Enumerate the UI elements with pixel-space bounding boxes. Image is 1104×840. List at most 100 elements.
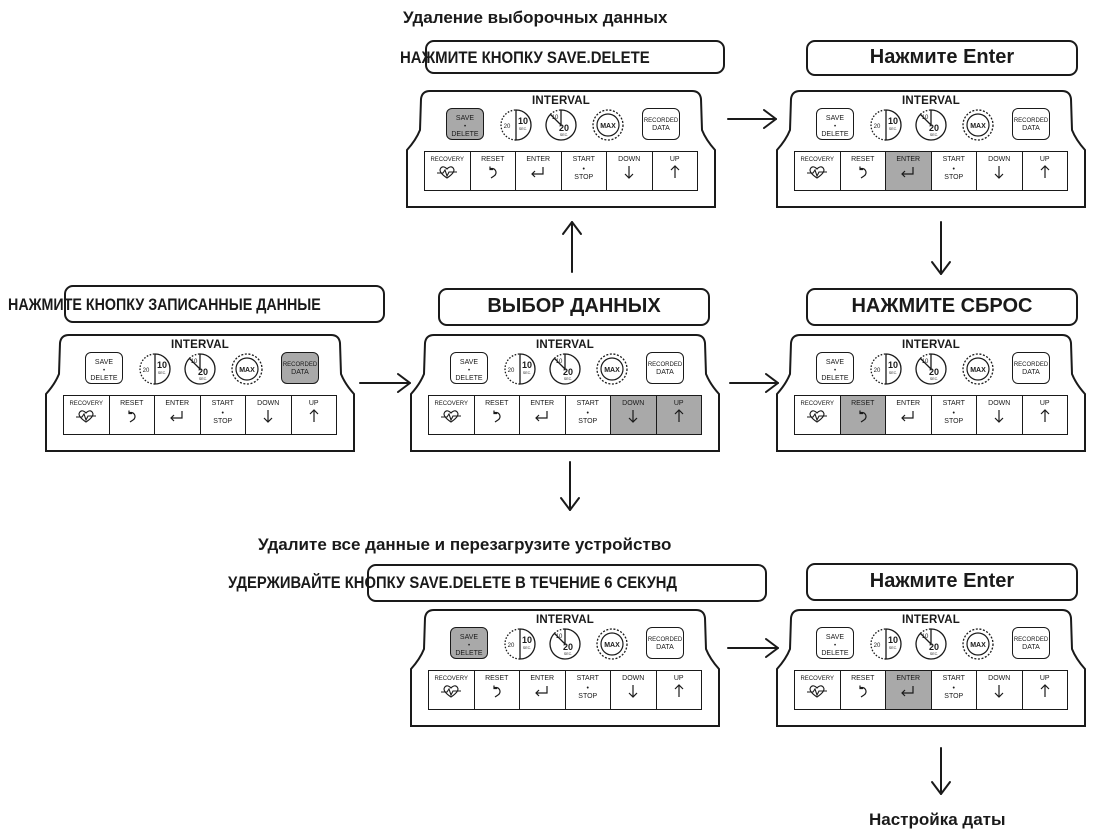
- recovery-button[interactable]: RECOVERY: [795, 152, 841, 190]
- start-stop-button[interactable]: START • STOP: [201, 396, 246, 434]
- recovery-button[interactable]: RECOVERY: [64, 396, 110, 434]
- svg-text:20: 20: [874, 124, 881, 130]
- recovery-button[interactable]: RECOVERY: [429, 671, 475, 709]
- down-button[interactable]: DOWN: [611, 671, 657, 709]
- reset-button[interactable]: RESET: [110, 396, 155, 434]
- max-dial-icon[interactable]: MAX: [959, 350, 997, 388]
- max-dial-icon[interactable]: MAX: [589, 106, 627, 144]
- up-button[interactable]: UP: [1023, 396, 1068, 434]
- recorded-data-button[interactable]: RECORDED DATA: [646, 627, 684, 659]
- interval-10-20-dial-icon[interactable]: 10 SEC. 20: [867, 625, 905, 663]
- start-stop-dot: •: [221, 410, 224, 417]
- recovery-button[interactable]: RECOVERY: [795, 671, 841, 709]
- up-button[interactable]: UP: [1023, 671, 1068, 709]
- interval-20-10-dial-icon[interactable]: 20 SEC. 10: [912, 350, 950, 388]
- up-button[interactable]: UP: [657, 671, 702, 709]
- save-delete-button[interactable]: SAVE • DELETE: [450, 627, 488, 659]
- console-panel-mid-left: INTERVAL SAVE • DELETE 10 SEC. 20 20 SEC…: [45, 334, 355, 452]
- enter-button[interactable]: ENTER: [155, 396, 201, 434]
- reset-button[interactable]: RESET: [840, 396, 886, 434]
- max-dial-icon[interactable]: MAX: [593, 350, 631, 388]
- max-dial-icon[interactable]: MAX: [959, 625, 997, 663]
- up-button[interactable]: UP: [292, 396, 337, 434]
- enter-button[interactable]: ENTER: [886, 152, 932, 190]
- max-dial-icon[interactable]: MAX: [593, 625, 631, 663]
- interval-20-10-dial-icon[interactable]: 20 SEC. 10: [912, 106, 950, 144]
- svg-text:SEC.: SEC.: [523, 646, 531, 650]
- arrow-up-icon: [1023, 409, 1068, 427]
- start-stop-dot: •: [582, 166, 585, 173]
- down-button[interactable]: DOWN: [611, 396, 657, 434]
- enter-button[interactable]: ENTER: [886, 671, 932, 709]
- top-right-label: Нажмите Enter: [869, 46, 1015, 68]
- svg-text:SEC.: SEC.: [564, 652, 572, 656]
- interval-10-20-dial-icon[interactable]: 10 SEC. 20: [867, 350, 905, 388]
- down-button[interactable]: DOWN: [977, 152, 1023, 190]
- reset-button[interactable]: RESET: [475, 671, 520, 709]
- up-button[interactable]: UP: [653, 152, 698, 190]
- save-delete-button[interactable]: SAVE • DELETE: [85, 352, 123, 384]
- enter-button[interactable]: ENTER: [886, 396, 932, 434]
- heart-icon: [429, 409, 474, 427]
- reset-button[interactable]: RESET: [471, 152, 516, 190]
- start-stop-button[interactable]: START • STOP: [566, 396, 611, 434]
- recovery-button[interactable]: RECOVERY: [429, 396, 475, 434]
- arrow-down-icon: [931, 747, 951, 795]
- save-delete-button[interactable]: SAVE • DELETE: [816, 627, 854, 659]
- reset-button[interactable]: RESET: [475, 396, 520, 434]
- interval-10-20-dial-icon[interactable]: 10 SEC. 20: [497, 106, 535, 144]
- start-stop-button[interactable]: START • STOP: [566, 671, 611, 709]
- interval-10-20-dial-icon[interactable]: 10 SEC. 20: [501, 350, 539, 388]
- reset-label: RESET: [851, 156, 875, 163]
- reset-button[interactable]: RESET: [841, 671, 886, 709]
- recovery-button[interactable]: RECOVERY: [795, 396, 841, 434]
- down-button[interactable]: DOWN: [607, 152, 653, 190]
- interval-20-10-dial-icon[interactable]: 20 SEC. 10: [546, 625, 584, 663]
- interval-20-10-dial-icon[interactable]: 20 SEC. 10: [912, 625, 950, 663]
- down-button[interactable]: DOWN: [977, 396, 1023, 434]
- recorded-data-button[interactable]: RECORDED DATA: [1012, 352, 1050, 384]
- enter-button[interactable]: ENTER: [516, 152, 562, 190]
- interval-10-20-dial-icon[interactable]: 10 SEC. 20: [501, 625, 539, 663]
- reset-button[interactable]: RESET: [841, 152, 886, 190]
- recorded-data-button[interactable]: RECORDED DATA: [281, 352, 319, 384]
- interval-10-20-dial-icon[interactable]: 10 SEC. 20: [867, 106, 905, 144]
- save-label: SAVE: [825, 634, 845, 641]
- interval-20-10-dial-icon[interactable]: 20 SEC. 10: [542, 106, 580, 144]
- start-stop-button[interactable]: START • STOP: [562, 152, 607, 190]
- recorded-data-button[interactable]: RECORDED DATA: [1012, 627, 1050, 659]
- start-stop-dot: •: [952, 166, 955, 173]
- start-stop-button[interactable]: START • STOP: [932, 671, 977, 709]
- interval-10-20-dial-icon[interactable]: 10 SEC. 20: [136, 350, 174, 388]
- enter-button[interactable]: ENTER: [520, 671, 566, 709]
- interval-20-10-dial-icon[interactable]: 20 SEC. 10: [546, 350, 584, 388]
- reset-label: RESET: [481, 156, 505, 163]
- recorded-data-button[interactable]: RECORDED DATA: [646, 352, 684, 384]
- start-stop-button[interactable]: START • STOP: [932, 396, 977, 434]
- save-delete-button[interactable]: SAVE • DELETE: [816, 352, 854, 384]
- recorded-data-button[interactable]: RECORDED DATA: [642, 108, 680, 140]
- up-button[interactable]: UP: [1023, 152, 1068, 190]
- enter-button[interactable]: ENTER: [520, 396, 566, 434]
- start-stop-button[interactable]: START • STOP: [932, 152, 977, 190]
- svg-text:SEC.: SEC.: [199, 377, 207, 381]
- down-button[interactable]: DOWN: [977, 671, 1023, 709]
- recorded-data-button[interactable]: RECORDED DATA: [1012, 108, 1050, 140]
- arrow-down-icon: [977, 165, 1022, 183]
- max-dial-icon[interactable]: MAX: [959, 106, 997, 144]
- save-delete-button[interactable]: SAVE • DELETE: [816, 108, 854, 140]
- save-delete-button[interactable]: SAVE • DELETE: [446, 108, 484, 140]
- svg-text:SEC.: SEC.: [560, 133, 568, 137]
- svg-text:10: 10: [922, 359, 929, 365]
- save-delete-button[interactable]: SAVE • DELETE: [450, 352, 488, 384]
- recovery-button[interactable]: RECOVERY: [425, 152, 471, 190]
- svg-text:SEC.: SEC.: [889, 371, 897, 375]
- down-button[interactable]: DOWN: [246, 396, 292, 434]
- delete-label: DELETE: [451, 131, 479, 138]
- up-button[interactable]: UP: [656, 396, 701, 434]
- enter-label: ENTER: [896, 156, 921, 163]
- svg-text:20: 20: [504, 124, 511, 130]
- interval-20-10-dial-icon[interactable]: 20 SEC. 10: [181, 350, 219, 388]
- recovery-label: RECOVERY: [69, 401, 104, 407]
- max-dial-icon[interactable]: MAX: [228, 350, 266, 388]
